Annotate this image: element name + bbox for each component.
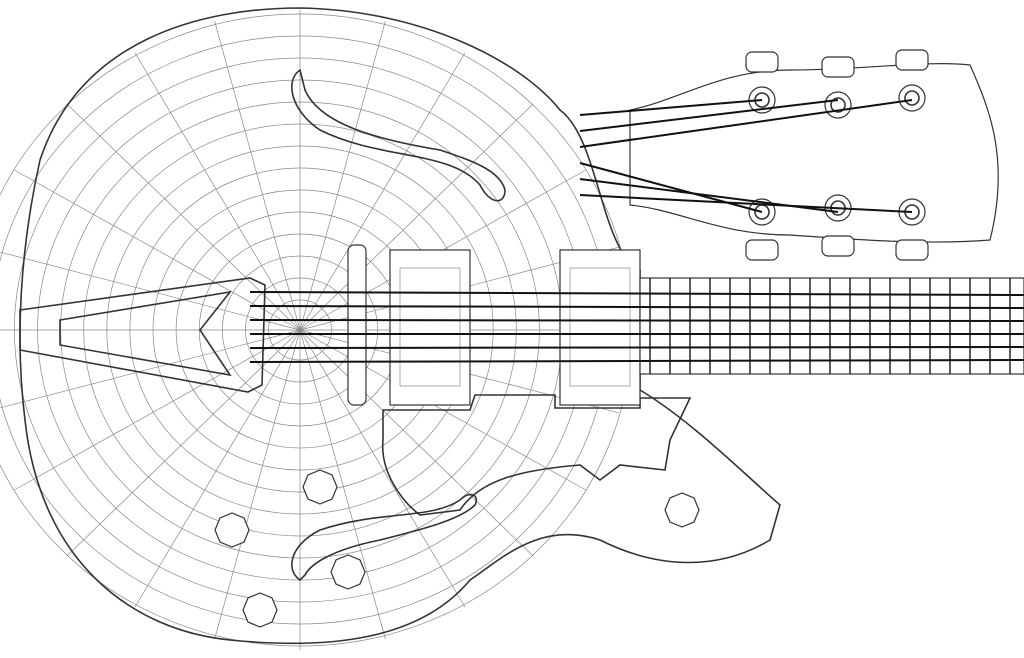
headstock bbox=[629, 63, 999, 243]
pickup-bridge bbox=[559, 249, 641, 406]
knob bbox=[302, 469, 338, 505]
f-hole-upper bbox=[291, 68, 506, 202]
tuner-post bbox=[898, 84, 926, 112]
tailpiece bbox=[19, 277, 266, 393]
tuner-key bbox=[821, 56, 855, 78]
tuner-post bbox=[824, 91, 852, 119]
tuner-key bbox=[745, 239, 779, 261]
mesh-spoke bbox=[214, 329, 301, 640]
pickguard bbox=[381, 394, 692, 516]
mesh-spoke bbox=[299, 329, 534, 557]
pickup-neck bbox=[389, 249, 471, 406]
headstock-string bbox=[579, 99, 839, 132]
guitar-body-outline bbox=[19, 7, 781, 645]
mesh-spoke bbox=[14, 329, 301, 491]
string bbox=[249, 291, 1024, 296]
headstock-string bbox=[579, 162, 763, 213]
mesh-spoke bbox=[214, 20, 301, 331]
string bbox=[249, 346, 1024, 349]
mesh-spoke bbox=[0, 251, 301, 331]
tuner-key bbox=[745, 51, 779, 73]
knob bbox=[214, 512, 250, 548]
tuner-bushing bbox=[904, 90, 920, 106]
pickup-bridge-inner bbox=[569, 267, 631, 387]
tuner-bushing bbox=[830, 97, 846, 113]
mesh-spoke bbox=[299, 329, 386, 640]
knob bbox=[330, 554, 366, 590]
mesh-spoke bbox=[299, 20, 386, 331]
mesh-spoke bbox=[299, 52, 466, 331]
strings bbox=[249, 99, 1024, 363]
tuner-key bbox=[895, 239, 929, 261]
headstock-string bbox=[579, 99, 763, 116]
headstock-string bbox=[579, 99, 913, 148]
string bbox=[249, 359, 1024, 363]
mesh-spoke bbox=[299, 329, 466, 608]
mesh-spoke bbox=[66, 329, 301, 557]
mesh-spoke bbox=[134, 52, 301, 331]
bridge bbox=[347, 244, 367, 406]
string bbox=[249, 305, 1024, 309]
string bbox=[249, 319, 1024, 322]
knob bbox=[242, 592, 278, 628]
tuner-key bbox=[821, 235, 855, 257]
headstock-string bbox=[579, 194, 913, 213]
mesh-spoke bbox=[14, 169, 301, 331]
mesh-spoke bbox=[0, 329, 301, 409]
knob bbox=[664, 492, 700, 528]
control-knobs bbox=[214, 469, 700, 628]
mesh-spoke bbox=[134, 329, 301, 608]
tuner-key bbox=[895, 49, 929, 71]
pickup-neck-inner bbox=[399, 267, 461, 387]
